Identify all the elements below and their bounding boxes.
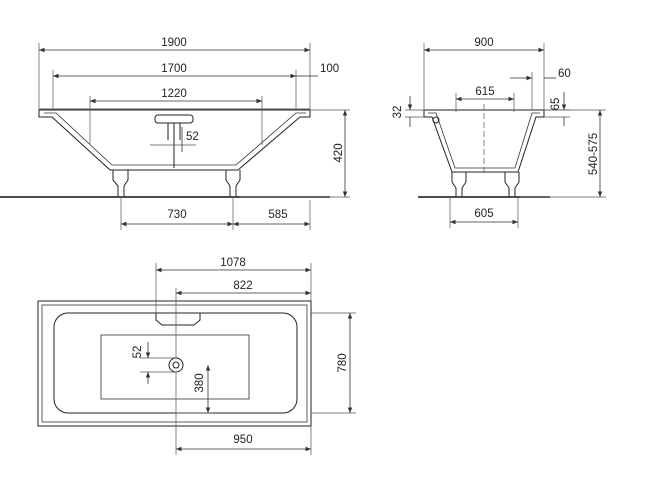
dim-bottom-length: 1220 (161, 88, 187, 100)
plan-drain-outer (168, 357, 184, 373)
dim-plan-drain-offset: 52 (132, 346, 144, 359)
dim-foot-to-end: 585 (268, 209, 287, 221)
dim-drain-from-end: 950 (233, 434, 252, 446)
dim-drain-position: 1078 (220, 257, 246, 269)
dim-rim-height: 65 (550, 98, 562, 111)
dim-overall-length: 1900 (161, 37, 187, 49)
plan-overflow (155, 313, 201, 326)
side-view: 1900 1700 100 1220 52 420 730 585 (0, 37, 350, 230)
dim-inner-length: 1700 (161, 63, 187, 75)
end-foot-right (504, 172, 520, 198)
plan-inner-rim (41, 304, 308, 423)
dim-height: 420 (333, 143, 345, 162)
plan-bottom-area (100, 334, 250, 400)
side-overflow-fitting (150, 114, 196, 168)
dim-rim-overhang: 60 (558, 68, 571, 80)
end-tub-inner-outline (428, 112, 540, 169)
dim-overall-width: 900 (474, 37, 493, 49)
dim-side-drain-offset: 52 (186, 131, 199, 143)
dim-rim-width: 100 (320, 63, 339, 75)
side-foot-right (225, 170, 241, 198)
end-view: 900 60 615 65 32 540-575 605 (392, 37, 606, 228)
dim-plan-width: 780 (337, 353, 349, 372)
side-tub-inner-outline (44, 112, 306, 166)
end-foot-left (451, 172, 467, 198)
dim-total-height: 540-575 (588, 133, 600, 175)
dim-drain-depth: 380 (194, 373, 206, 392)
dim-rim-thickness: 32 (392, 106, 404, 119)
dim-overflow-position: 822 (233, 280, 252, 292)
end-overflow-knob (432, 116, 440, 124)
end-tub-outline (423, 109, 545, 173)
plan-drain-inner (172, 361, 180, 369)
plan-view: 1078 822 52 380 780 950 (37, 257, 356, 455)
plan-basin (53, 312, 298, 414)
plan-outer-rim (37, 300, 312, 427)
dim-foot-width: 605 (474, 208, 493, 220)
side-foot-left (112, 170, 129, 198)
dim-foot-spacing: 730 (167, 209, 186, 221)
side-tub-outline (38, 109, 311, 171)
dim-inner-width: 615 (475, 86, 494, 98)
